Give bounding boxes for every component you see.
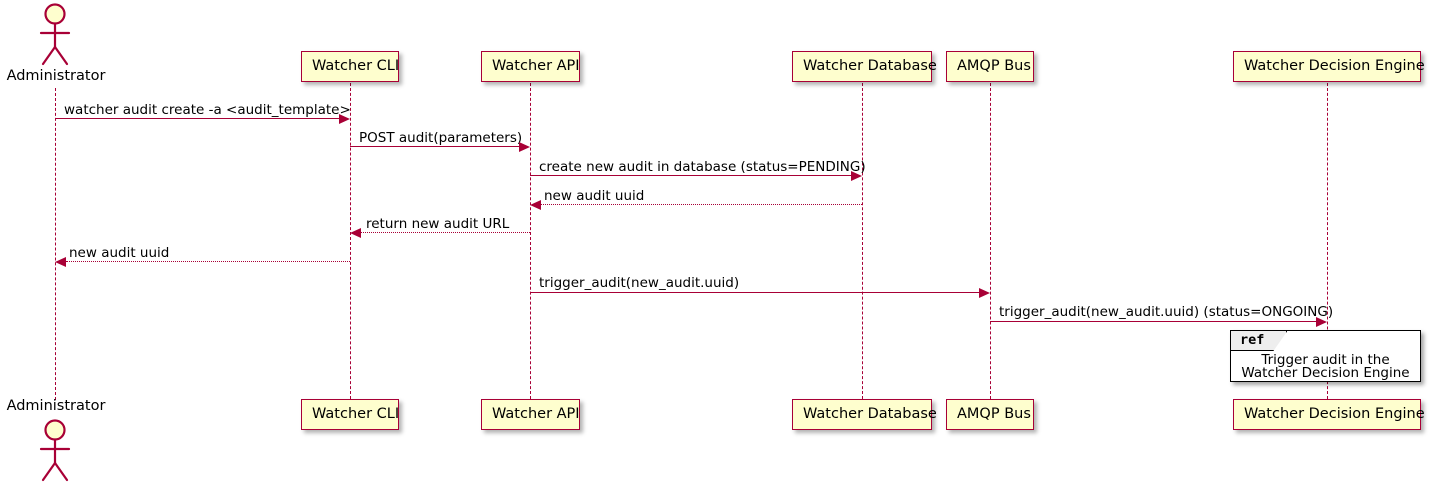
arrow-head-new-audit-uuid-db (530, 200, 541, 210)
lifeline-administrator (55, 88, 56, 400)
participant-watcher-database-top[interactable]: Watcher Database (792, 51, 937, 82)
message-label-trigger-audit: trigger_audit(new_audit.uuid) (539, 275, 740, 291)
message-line-watcher-audit-create (55, 118, 343, 119)
ref-fragment-line-2: Watcher Decision Engine (1241, 365, 1410, 381)
message-line-post-audit (350, 146, 519, 147)
arrow-head-new-audit-uuid-cli (55, 257, 66, 267)
message-label-post-audit: POST audit(parameters) (359, 130, 523, 146)
arrow-head-post-audit (519, 142, 530, 152)
message-label-return-new-audit-url: return new audit URL (366, 216, 510, 232)
participant-watcher-cli-top[interactable]: Watcher CLI (301, 51, 399, 82)
arrow-head-watcher-audit-create (339, 114, 350, 124)
message-label-new-audit-uuid-cli: new audit uuid (69, 245, 170, 261)
arrow-head-return-new-audit-url (350, 228, 361, 238)
message-line-return-new-audit-url (361, 232, 530, 233)
actor-figure-bottom (39, 419, 71, 482)
ref-fragment: ref Trigger audit in the Watcher Decisio… (1230, 330, 1421, 382)
message-line-trigger-audit-ongoing (990, 321, 1316, 322)
participant-watcher-decision-engine-bottom[interactable]: Watcher Decision Engine (1233, 399, 1425, 430)
participant-watcher-cli-bottom[interactable]: Watcher CLI (301, 399, 399, 430)
ref-fragment-tab-label: ref (1231, 331, 1287, 351)
ref-fragment-line-1: Trigger audit in the (1261, 352, 1390, 368)
message-label-watcher-audit-create: watcher audit create -a <audit_template> (64, 102, 351, 118)
participant-watcher-database-bottom[interactable]: Watcher Database (792, 399, 937, 430)
message-label-trigger-audit-ongoing: trigger_audit(new_audit.uuid) (status=ON… (999, 304, 1334, 320)
lifeline-watcher-api (530, 83, 531, 399)
participant-watcher-api-bottom[interactable]: Watcher API (481, 399, 580, 430)
message-line-new-audit-uuid-db (541, 204, 862, 205)
participant-watcher-decision-engine-top[interactable]: Watcher Decision Engine (1233, 51, 1425, 82)
participant-amqp-bus-top[interactable]: AMQP Bus (946, 51, 1034, 82)
actor-label-bottom: Administrator (6, 398, 106, 414)
actor-figure-top (39, 3, 71, 66)
message-line-trigger-audit (530, 292, 979, 293)
arrow-head-create-new-audit (851, 171, 862, 181)
message-line-create-new-audit (530, 175, 851, 176)
lifeline-watcher-database (862, 83, 863, 399)
participant-watcher-api-top[interactable]: Watcher API (481, 51, 580, 82)
arrow-head-trigger-audit (979, 288, 990, 298)
lifeline-watcher-decision-engine (1327, 83, 1328, 399)
lifeline-amqp-bus (990, 83, 991, 399)
lifeline-watcher-cli (350, 83, 351, 399)
arrow-head-trigger-audit-ongoing (1316, 317, 1327, 327)
message-label-new-audit-uuid-db: new audit uuid (544, 188, 645, 204)
actor-label-top: Administrator (6, 68, 106, 84)
message-line-new-audit-uuid-cli (66, 261, 350, 262)
participant-amqp-bus-bottom[interactable]: AMQP Bus (946, 399, 1034, 430)
message-label-create-new-audit: create new audit in database (status=PEN… (539, 159, 866, 175)
